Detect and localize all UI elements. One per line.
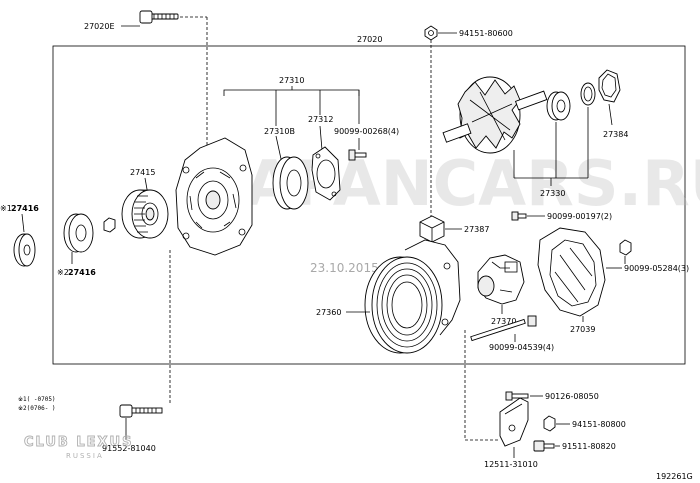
figure-id: 192261G [656,472,693,481]
label-27020e: 27020E [84,22,115,31]
rotor-ring[interactable] [580,82,596,106]
label-27387: 27387 [464,225,489,234]
label-27415: 27415 [130,168,155,177]
marker-1: ※1 [0,204,12,213]
date-watermark: 23.10.2015 [310,261,379,275]
label-27310: 27310 [279,76,304,85]
label-27384: 27384 [603,130,628,139]
drive-end-frame-27310[interactable] [175,137,253,256]
bolt-91552-81040[interactable] [119,404,163,418]
label-91552-81040: 91552-81040 [102,444,156,453]
bracket-12511-31010[interactable] [499,397,529,447]
rotor-27330[interactable] [442,76,548,154]
assembly-frame [52,45,686,365]
note-1: ※1( -0705) [18,396,56,403]
label-90099-04539: 90099-04539(4) [489,343,554,352]
label-90099-00197: 90099-00197(2) [547,212,612,221]
label-94151-80600: 94151-80600 [459,29,513,38]
brush-holder-27387[interactable] [419,215,445,243]
rotor-bearing-front[interactable] [546,91,571,121]
label-27416-b: 27416 [68,268,96,277]
rear-cover-27039[interactable] [537,227,606,317]
bolt-27020e[interactable] [139,10,179,24]
nut-90099-05284[interactable] [619,239,632,256]
label-12511-31010: 12511-31010 [484,460,538,469]
club-lexus-watermark: CLUB LEXUS [24,435,133,450]
label-27360: 27360 [316,308,341,317]
label-27416-a: 27416 [11,204,39,213]
screw-90099-00268[interactable] [348,149,367,161]
marker-2: ※2 [57,268,69,277]
russia-watermark: RUSSIA [66,452,104,460]
bolt-91511-80820[interactable] [533,440,555,452]
label-90099-05284: 90099-05284(3) [624,264,689,273]
pulley-27415[interactable] [121,189,169,239]
bearing-cover-27384[interactable] [598,69,621,103]
nut-94151-80600[interactable] [424,25,438,41]
stator-housing-27360[interactable] [364,239,461,354]
retainer-plate-27312[interactable] [311,146,341,201]
label-27020: 27020 [357,35,382,44]
label-90126-08050: 90126-08050 [545,392,599,401]
pulley-nut[interactable] [103,217,116,233]
pulley-cap-27416-type2[interactable] [63,213,94,253]
bolt-90126-08050[interactable] [505,391,529,401]
label-91511-80820: 91511-80820 [562,442,616,451]
regulator-27370[interactable] [477,254,525,305]
label-27370: 27370 [491,317,516,326]
label-90099-00268: 90099-00268(4) [334,127,399,136]
label-27312: 27312 [308,115,333,124]
screw-90099-00197[interactable] [511,211,527,221]
label-27330: 27330 [540,189,565,198]
bearing-27310b[interactable] [272,156,309,210]
nut-94151-80800[interactable] [543,415,556,432]
label-27039: 27039 [570,325,595,334]
note-2: ※2(0706- ) [18,405,56,412]
pulley-cap-27416-type1[interactable] [13,233,36,267]
label-94151-80800: 94151-80800 [572,420,626,429]
label-27310b: 27310B [264,127,295,136]
bolt-90099-04539[interactable] [470,315,537,342]
